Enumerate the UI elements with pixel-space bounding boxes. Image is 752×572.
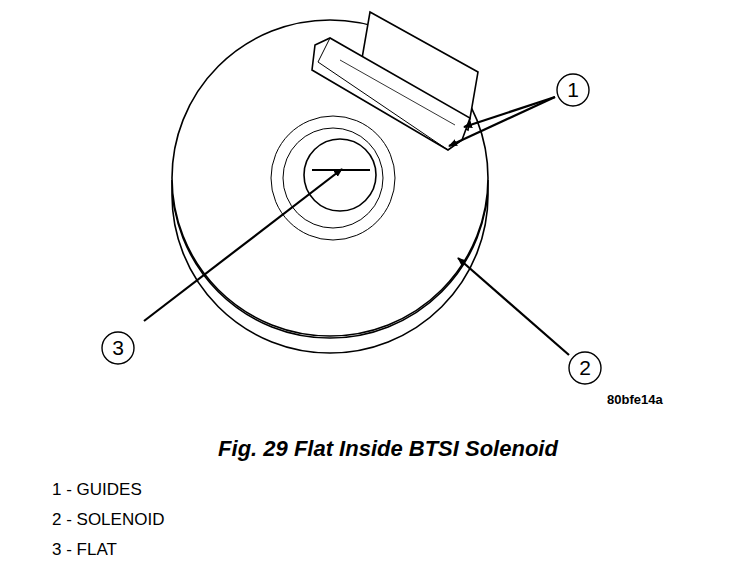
leader-line [458, 258, 569, 355]
guide-edge [340, 60, 455, 125]
center-hole [304, 139, 376, 211]
callout-number: 1 [567, 78, 579, 101]
key-entry: 1 - GUIDES [52, 481, 142, 500]
callout-number: 2 [579, 356, 591, 379]
leader-line [449, 97, 555, 146]
callout-circle [557, 74, 589, 106]
callout-circle [569, 352, 601, 384]
inner-ring [283, 128, 383, 228]
key-entry: 3 - FLAT [52, 541, 117, 560]
leader-line [464, 97, 555, 127]
figure-caption: Fig. 29 Flat Inside BTSI Solenoid [218, 437, 558, 461]
inner-ring [271, 116, 395, 240]
callout-circle [102, 332, 134, 364]
guide-edge [318, 38, 448, 150]
guide-bar [312, 38, 470, 150]
leader-line [144, 169, 342, 321]
key-entry: 2 - SOLENOID [52, 511, 164, 530]
callout-number: 3 [112, 336, 124, 359]
figure-code: 80bfe14a [607, 393, 663, 407]
